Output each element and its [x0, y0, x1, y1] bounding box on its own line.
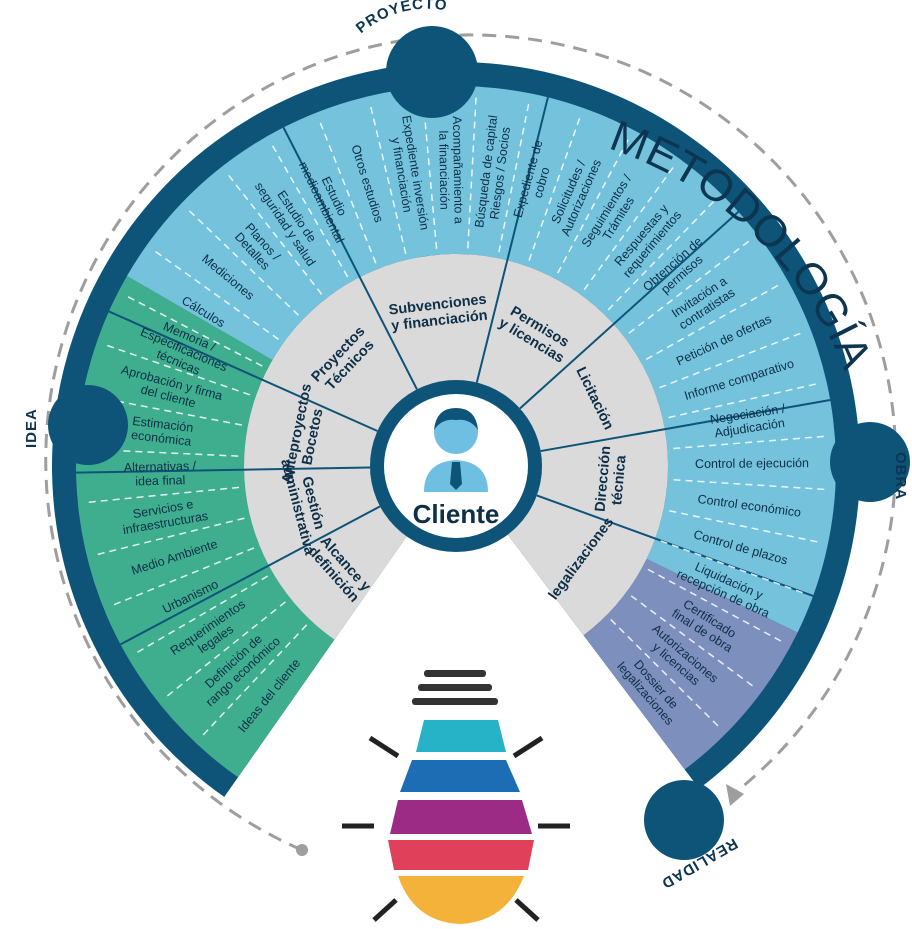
item-divider — [528, 113, 582, 261]
item-divider — [659, 330, 806, 389]
item-divider — [583, 163, 677, 291]
item-divider — [185, 206, 300, 316]
segment-divider — [282, 126, 418, 390]
client-label: Cliente — [413, 499, 500, 529]
wheel: Alcance ydefiniciónGestiónadministrativa… — [51, 61, 861, 797]
inner-segment-label: Dirección — [593, 445, 615, 512]
item-divider — [467, 92, 478, 249]
idea-knob — [48, 385, 128, 465]
outer-item-acompanamiento: Acompañamiento ala financiación — [436, 116, 466, 224]
stage-path-start-dot — [296, 844, 308, 856]
outer-item-label: la financiación — [436, 130, 451, 209]
item-divider — [102, 343, 251, 396]
outer-item-label: Control de ejecución — [695, 456, 809, 471]
item-divider — [630, 595, 757, 690]
item-divider — [82, 448, 239, 457]
inner-segment-label: técnica — [609, 454, 629, 506]
item-divider — [607, 197, 718, 311]
outer-item-label: idea final — [135, 473, 185, 488]
light-bulb-icon — [342, 670, 570, 924]
item-divider — [673, 479, 830, 491]
item-divider — [88, 394, 243, 426]
item-divider — [92, 517, 245, 557]
item-divider — [123, 293, 263, 367]
stage-label-obra: OBRA — [892, 452, 909, 500]
stage-path-arrow-icon — [726, 784, 744, 806]
item-divider — [83, 486, 240, 504]
item-divider — [368, 101, 407, 255]
band-idea — [75, 276, 335, 778]
item-divider — [163, 601, 286, 700]
item-divider — [132, 575, 269, 656]
item-divider — [669, 510, 823, 544]
band-obra — [583, 558, 798, 770]
segment-divider — [120, 505, 381, 646]
item-divider — [557, 134, 632, 274]
item-divider — [498, 99, 531, 253]
item-divider — [628, 237, 754, 334]
person-icon — [424, 408, 488, 492]
item-divider — [109, 547, 255, 608]
item-divider — [673, 435, 829, 450]
inner-segment-direccion: Direccióntécnica — [593, 445, 631, 514]
stage-label-idea: IDEA — [23, 408, 40, 448]
item-divider — [645, 282, 783, 361]
outer-item-control-ejecucion: Control de ejecución — [695, 456, 809, 471]
outer-item-label: Acompañamiento a — [450, 116, 466, 224]
segment-divider — [519, 210, 740, 410]
segment-divider — [475, 97, 549, 383]
item-divider — [647, 568, 786, 645]
segment-divider — [540, 399, 831, 453]
band-proyecto — [126, 85, 837, 633]
item-divider — [317, 117, 377, 264]
item-divider — [610, 619, 723, 730]
item-divider — [225, 170, 323, 295]
segment-divider — [76, 466, 371, 474]
item-divider — [269, 141, 349, 278]
item-divider — [421, 93, 438, 249]
proyecto-knob — [386, 26, 478, 118]
item-divider — [199, 624, 308, 740]
item-divider — [668, 382, 821, 419]
obra-knob — [830, 422, 910, 502]
wheel-inner-ring — [244, 254, 668, 640]
item-divider — [151, 248, 279, 340]
segment-divider — [108, 310, 378, 432]
outer-item-alternativas: Alternativas /idea final — [124, 459, 197, 489]
realidad-knob — [644, 780, 724, 860]
item-divider — [660, 540, 808, 596]
outer-item-label: Alternativas / — [124, 459, 197, 475]
